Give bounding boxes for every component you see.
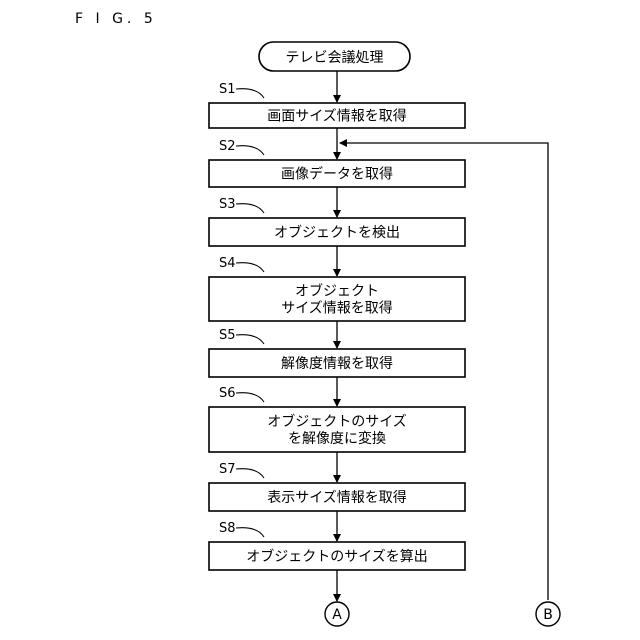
step-label-leader [236,146,264,155]
step-label: S7 [219,462,236,477]
step-label-leader [236,528,264,537]
process-box-text: オブジェクトを検出 [274,224,400,241]
step-label: S5 [219,328,236,343]
step-label: S3 [219,197,236,212]
step-label: S2 [219,139,236,154]
process-box-text: オブジェクト [295,283,379,300]
process-box-text: 表示サイズ情報を取得 [267,489,407,506]
process-box-text: 画面サイズ情報を取得 [267,108,407,125]
figure-label: F I G. 5 [75,11,157,27]
process-box-text: 解像度情報を取得 [281,355,393,372]
process-box-text: 画像データを取得 [281,166,393,183]
step-label-leader [236,469,264,478]
step-label: S8 [219,521,236,536]
step-label: S4 [219,256,236,271]
step-label: S6 [219,386,236,401]
connector-a-label: A [332,607,342,623]
step-label-leader [236,335,264,344]
step-label-leader [236,204,264,213]
step-label-leader [236,393,264,402]
step-label-leader [236,89,264,98]
process-box-text: を解像度に変換 [288,430,386,447]
connector-b-label: B [543,607,553,623]
step-label-leader [236,263,264,272]
process-box-text: オブジェクトのサイズを算出 [246,548,428,565]
process-box-text: オブジェクトのサイズ [267,413,407,430]
step-label: S1 [219,82,236,97]
process-box-text: サイズ情報を取得 [281,300,393,317]
start-terminal-label: テレビ会議処理 [286,49,384,66]
